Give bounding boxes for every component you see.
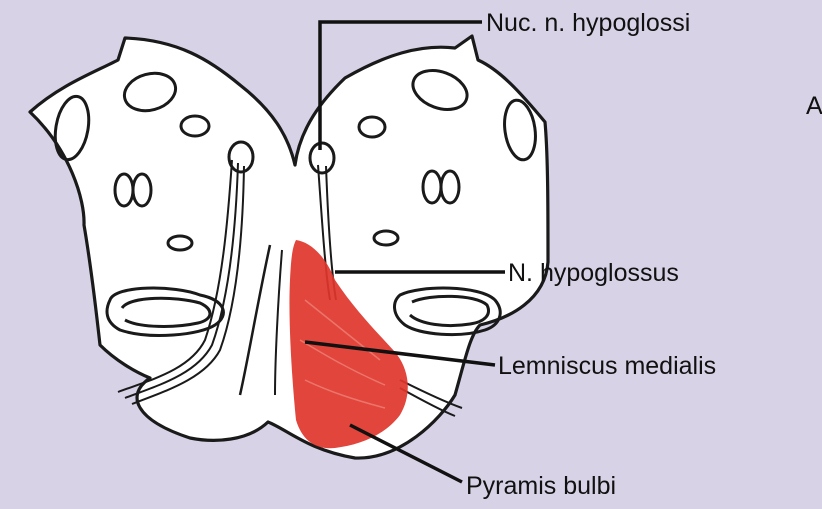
label-lemniscus-medialis: Lemniscus medialis bbox=[498, 352, 716, 380]
label-nucleus-hypoglossi: Nuc. n. hypoglossi bbox=[486, 9, 690, 37]
label-pyramis-bulbi: Pyramis bulbi bbox=[466, 472, 616, 500]
label-nervus-hypoglossus: N. hypoglossus bbox=[508, 259, 679, 287]
corner-mark: A bbox=[806, 92, 822, 120]
medulla-outline bbox=[30, 36, 548, 458]
